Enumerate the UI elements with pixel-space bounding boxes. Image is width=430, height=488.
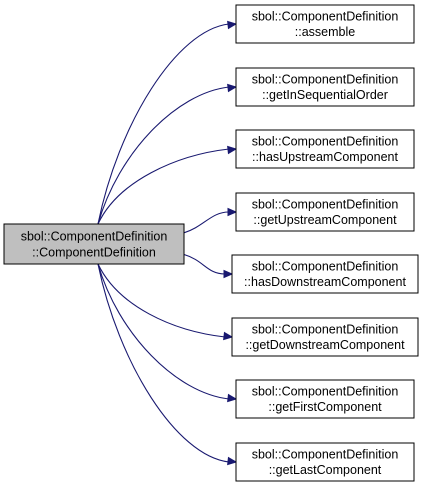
callee-node-box bbox=[235, 442, 415, 482]
root-node-component-definition[interactable]: sbol::ComponentDefinition ::ComponentDef… bbox=[3, 223, 185, 265]
callee-node-line2: ::hasUpstreamComponent bbox=[252, 150, 398, 164]
callee-node-box bbox=[235, 4, 415, 44]
callee-node-line2: ::getDownstreamComponent bbox=[245, 338, 405, 352]
call-edge-get-downstream-component bbox=[97, 263, 226, 338]
callee-node-line2: ::getFirstComponent bbox=[268, 400, 382, 414]
callee-node-get-downstream-component[interactable]: sbol::ComponentDefinition::getDownstream… bbox=[231, 317, 419, 357]
arrowhead bbox=[223, 331, 234, 341]
callee-node-box bbox=[235, 129, 415, 169]
callee-node-box bbox=[235, 67, 415, 107]
call-edge-get-upstream-component bbox=[183, 211, 230, 234]
callee-node-line1: sbol::ComponentDefinition bbox=[252, 135, 399, 149]
call-edge-has-downstream-component bbox=[183, 253, 226, 275]
arrowhead bbox=[227, 207, 238, 217]
arrowhead bbox=[227, 145, 238, 155]
callee-node-line1: sbol::ComponentDefinition bbox=[252, 385, 399, 399]
callee-nodes: sbol::ComponentDefinition::assemblesbol:… bbox=[231, 4, 419, 482]
callee-node-box bbox=[231, 317, 419, 357]
callee-node-get-upstream-component[interactable]: sbol::ComponentDefinition::getUpstreamCo… bbox=[235, 192, 415, 232]
callee-node-line1: sbol::ComponentDefinition bbox=[252, 198, 399, 212]
call-edge-has-upstream-component bbox=[97, 148, 230, 225]
callee-node-get-first-component[interactable]: sbol::ComponentDefinition::getFirstCompo… bbox=[235, 379, 415, 419]
callee-node-line1: sbol::ComponentDefinition bbox=[252, 448, 399, 462]
call-edge-get-first-component bbox=[97, 263, 230, 400]
callee-node-has-downstream-component[interactable]: sbol::ComponentDefinition::hasDownstream… bbox=[231, 254, 419, 294]
callee-node-get-last-component[interactable]: sbol::ComponentDefinition::getLastCompon… bbox=[235, 442, 415, 482]
callee-node-line2: ::getUpstreamComponent bbox=[253, 213, 397, 227]
arrowhead bbox=[227, 456, 238, 466]
root-node-line1: sbol::ComponentDefinition bbox=[21, 230, 168, 244]
call-edge-assemble bbox=[97, 23, 230, 225]
callee-node-box bbox=[231, 254, 419, 294]
arrowhead bbox=[227, 20, 238, 30]
callee-node-box bbox=[235, 192, 415, 232]
callee-node-line1: sbol::ComponentDefinition bbox=[252, 73, 399, 87]
callee-node-line1: sbol::ComponentDefinition bbox=[252, 260, 399, 274]
arrowhead bbox=[227, 83, 238, 93]
call-edge-get-in-sequential-order bbox=[97, 86, 230, 225]
call-edge-get-last-component bbox=[97, 263, 230, 463]
call-edges bbox=[97, 20, 238, 466]
callee-node-assemble[interactable]: sbol::ComponentDefinition::assemble bbox=[235, 4, 415, 44]
callee-node-line2: ::hasDownstreamComponent bbox=[244, 275, 406, 289]
callee-node-line1: sbol::ComponentDefinition bbox=[252, 323, 399, 337]
callee-node-get-in-sequential-order[interactable]: sbol::ComponentDefinition::getInSequenti… bbox=[235, 67, 415, 107]
callee-node-line1: sbol::ComponentDefinition bbox=[252, 10, 399, 24]
callee-node-line2: ::getInSequentialOrder bbox=[262, 88, 388, 102]
callee-node-has-upstream-component[interactable]: sbol::ComponentDefinition::hasUpstreamCo… bbox=[235, 129, 415, 169]
callee-node-line2: ::getLastComponent bbox=[269, 463, 382, 477]
arrowhead bbox=[227, 393, 238, 403]
root-node-box bbox=[3, 223, 185, 265]
root-node-line2: ::ComponentDefinition bbox=[32, 246, 156, 260]
callee-node-line2: ::assemble bbox=[295, 25, 355, 39]
callee-node-box bbox=[235, 379, 415, 419]
arrowhead bbox=[223, 269, 234, 279]
